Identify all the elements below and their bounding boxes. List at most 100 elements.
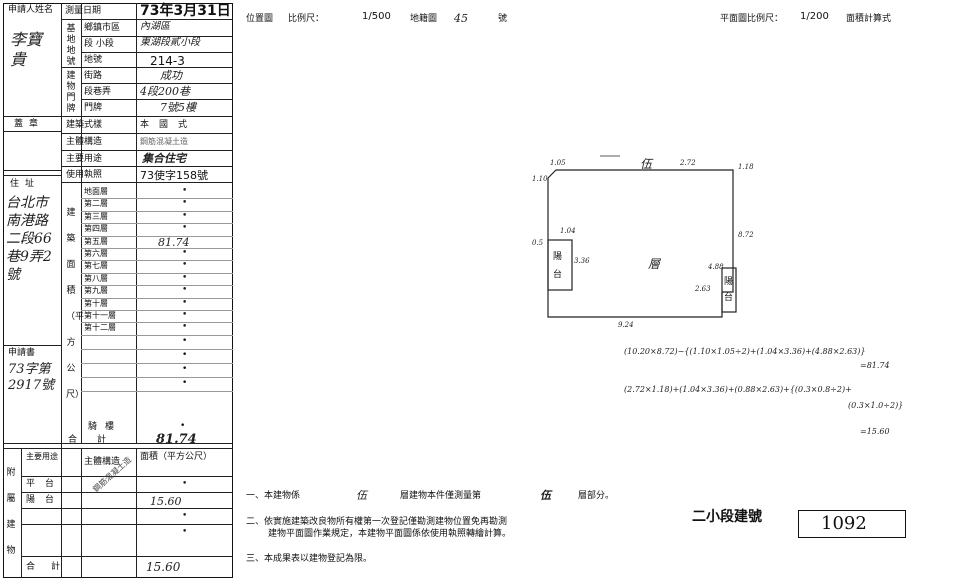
structure-label: 主體構造 [66,137,103,147]
calc-line-4: (0.3×1.0÷2)} [848,401,904,410]
base-lot-label: 基地地號 [66,24,76,67]
door-label: 建物門牌 [66,71,76,114]
map-number-suffix: 號 [498,14,508,24]
map-number: 45 [454,12,468,25]
floor-value: • [182,186,188,196]
floor-value: • [182,198,188,209]
city-value: 內湖區 [140,21,170,32]
floor-name: 第二層 [84,199,108,209]
dimension-label: 2.72 [680,159,696,167]
application-number: 73字第2917號 [8,362,55,393]
floor-name: 第十二層 [84,323,116,333]
building-number-box: 1092 [798,510,906,538]
annex-value: • [182,479,188,489]
structure-value: 鋼筋混凝土造 [140,137,188,146]
floor-value: • [182,210,188,221]
plan-scale-label: 平面圖比例尺： [720,14,784,24]
building-number-label: 二小段建號 [692,509,762,525]
seal-label: 蓋章 [14,119,45,129]
note-1-d: 伍 [540,489,551,502]
permit-value: 73使字158號 [140,169,208,182]
loft-value: • [180,421,186,431]
lane-value: 4段200巷 [140,85,190,98]
note-1-c: 層建物本件僅測量第 [400,491,482,501]
section-label: 段 小段 [84,39,114,49]
annex-value: 15.60 [150,495,182,508]
dimension-label: 9.24 [618,321,634,329]
survey-date-label: 測量日期 [65,6,102,16]
lot-value: 214-3 [150,54,185,68]
location-map-label: 位置圖 [246,14,274,24]
total-label: 合計 [68,435,127,445]
dimension-label: 2.63 [695,285,711,293]
permit-label: 使用執照 [66,170,103,180]
area-column-label: 建築面積（平方公尺） [66,208,85,400]
dimension-label: 1.10 [532,175,548,183]
floor-value: • [182,310,188,320]
note-3: 三、本成果表以建物登記為限。 [246,554,373,564]
extra-row-value: • [182,335,188,346]
dimension-label: 3.36 [574,257,590,265]
floor-name: 第四層 [84,224,108,234]
note-2-a: 二、依實施建築改良物所有權第一次登記僅勘測建物位置免再勘測 [246,517,508,527]
lane-label: 段巷弄 [84,87,112,97]
form-frame [3,3,233,578]
number-value: 7號5樓 [160,101,196,114]
annex-total-value: 15.60 [146,560,181,574]
calc-line-3: (2.72×1.18)+(1.04×3.36)+(0.88×2.63)+{(0.… [624,385,852,394]
calc-line-5: =15.60 [860,427,890,436]
note-1-a: 一、本建物係 [246,491,301,501]
annex-label: 附屬建物 [6,468,16,556]
address-label: 住址 [10,179,41,189]
note-1-e: 層部分。 [578,491,615,501]
loft-label: 騎樓 [88,422,123,432]
scale-label: 比例尺： [288,14,325,24]
dimension-label: 4.88 [708,263,724,271]
room-char-2: 層 [648,257,661,271]
plan-scale-value: 1/200 [800,11,829,22]
lot-label: 地號 [84,55,103,65]
floor-name: 第六層 [84,249,108,258]
annex-area-label: 面積（平方公尺） [140,452,213,462]
building-number-value: 1092 [821,513,867,534]
address-value: 台北市南港路二段66巷9弄2號 [6,195,52,283]
section-value: 東湖段貳小段 [140,37,200,48]
annex-total-label: 合計 [26,562,77,572]
extra-row-value: • [182,377,188,388]
floor-value: 81.74 [158,235,190,249]
usage-label: 主要用途 [66,154,103,164]
survey-date-value: 73年3月31日 [140,3,231,19]
floor-name: 第九層 [84,286,108,296]
floor-value: • [182,260,188,271]
floor-value: • [182,223,188,234]
extra-row-value: • [182,349,188,360]
floor-name: 第十層 [84,298,108,308]
usage-value: 集合住宅 [142,152,186,165]
street-value: 成功 [160,69,182,82]
floor-value: • [182,285,188,296]
number-label: 門牌 [84,103,103,113]
floor-name: 第八層 [84,273,108,283]
floor-name: 第五層 [84,236,108,246]
floor-value: • [182,248,188,258]
applicant-label: 申請人姓名 [8,5,54,15]
dimension-label: 0.5 [532,239,544,247]
scale-value: 1/500 [362,11,391,22]
annex-value: • [182,511,188,521]
calc-line-1: (10.20×8.72)−{(1.10×1.05÷2)+(1.04×3.36)+… [624,347,866,356]
dimension-label: 1.05 [550,159,566,167]
note-2-b: 建物平面圖作業規定，本建物平面圖係依使用執照轉繪計算。 [268,529,512,539]
calc-line-2: =81.74 [860,361,890,370]
annex-use: 陽台 [26,495,65,505]
total-value: 81.74 [156,432,197,447]
extra-row-value: • [182,363,188,374]
cadastral-map-label: 地籍圖 [410,14,438,24]
floor-value: • [182,272,188,283]
annex-use-label: 主要用途 [26,452,58,461]
applicant-name: 李寶貴 [10,30,43,69]
dimension-label: 1.18 [738,163,754,171]
application-label: 申請書 [8,348,36,358]
floor-name: 第十一層 [84,311,116,320]
floor-name: 第七層 [84,261,108,271]
